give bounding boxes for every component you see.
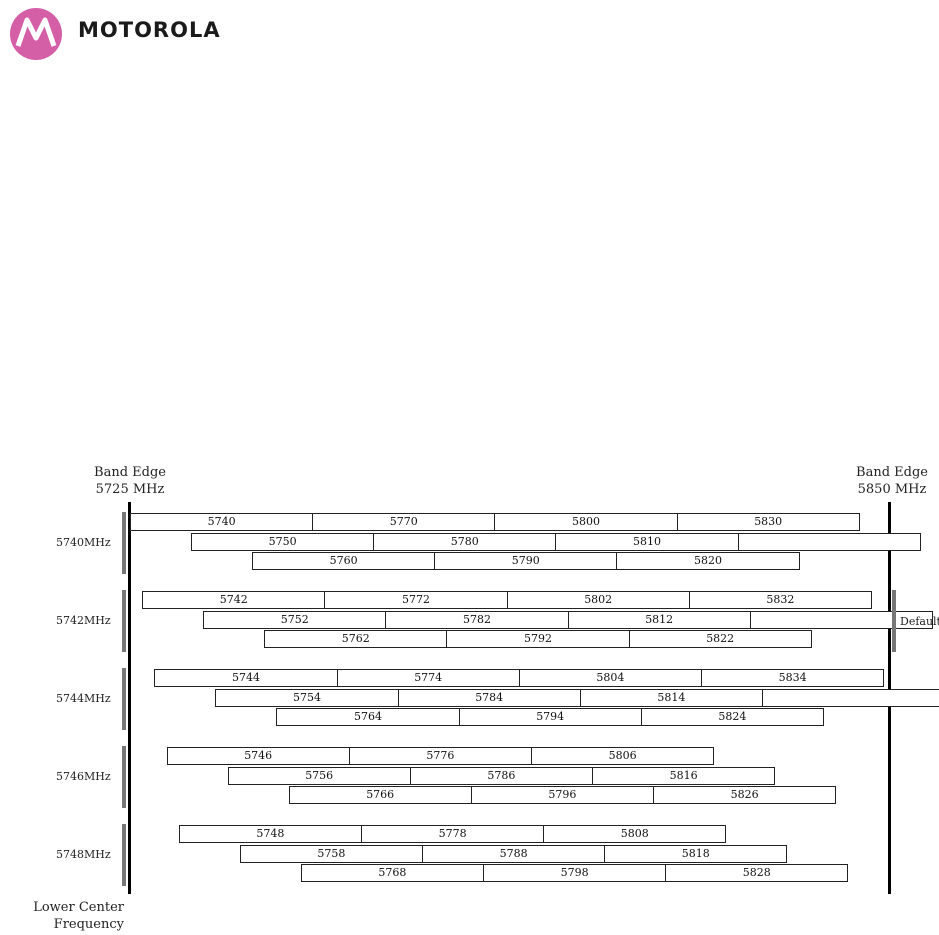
channel-box (749, 610, 933, 629)
channel-box: 5746 (166, 747, 350, 765)
channel-box: 5786 (409, 766, 593, 785)
channel-box: 5834 (701, 669, 885, 687)
lower-center-line1: Lower Center (33, 900, 124, 915)
channel-box: 5758 (239, 844, 423, 863)
channel-box: 5784 (397, 688, 581, 707)
channel-box: 5778 (361, 825, 545, 843)
channel-box: 5830 (676, 513, 860, 531)
channel-box: 5800 (494, 513, 678, 531)
channel-box: 5774 (336, 669, 520, 687)
channel-box: 5826 (653, 786, 837, 804)
channel-box: 5766 (288, 786, 472, 804)
channel-box: 5792 (446, 630, 630, 648)
channel-box: 5790 (434, 552, 618, 570)
channel-box: 5742 (142, 591, 326, 609)
channel-box: 5750 (191, 532, 375, 551)
lower-center-frequency-label: Lower Center Frequency (28, 899, 124, 933)
channel-box: 5788 (422, 844, 606, 863)
channel-box (737, 532, 921, 551)
channel-box: 5804 (518, 669, 702, 687)
channel-box: 5744 (154, 669, 338, 687)
channel-box: 5764 (276, 708, 460, 726)
channel-box: 5772 (324, 591, 508, 609)
channel-box: 5796 (470, 786, 654, 804)
lower-center-frequency-value: 5742MHz (56, 614, 111, 627)
channel-box: 5740 (130, 513, 314, 531)
channel-box: 5798 (483, 864, 667, 882)
band-edge-left-line2: 5725 MHz (95, 482, 165, 497)
channel-box: 5820 (616, 552, 800, 570)
group-marker-bar (122, 590, 126, 652)
channel-box: 5768 (300, 864, 484, 882)
band-edge-left-line (128, 502, 131, 894)
band-edge-right-line2: 5850 MHz (857, 482, 927, 497)
band-edge-left-line1: Band Edge (94, 465, 166, 480)
channel-box: 5802 (506, 591, 690, 609)
channel-box: 5794 (458, 708, 642, 726)
channel-box: 5752 (203, 610, 387, 629)
channel-box: 5832 (688, 591, 872, 609)
group-marker-bar (122, 668, 126, 730)
group-marker-bar (122, 512, 126, 574)
channel-box: 5748 (178, 825, 362, 843)
channel-box: 5754 (215, 688, 399, 707)
channel-box: 5806 (531, 747, 715, 765)
channel-box: 5810 (555, 532, 739, 551)
group-marker-bar (122, 824, 126, 886)
channel-box: 5760 (252, 552, 436, 570)
channel-box: 5814 (579, 688, 763, 707)
lower-center-frequency-value: 5748MHz (56, 848, 111, 861)
band-edge-right-label: Band Edge 5850 MHz (848, 464, 936, 498)
channel-box: 5780 (373, 532, 557, 551)
channel-box: 5822 (628, 630, 812, 648)
channel-box: 5762 (264, 630, 448, 648)
motorola-batwing-icon (10, 8, 62, 60)
lower-center-frequency-value: 5746MHz (56, 770, 111, 783)
lower-center-line2: Frequency (53, 917, 124, 932)
brand-name: MOTOROLA (78, 18, 221, 42)
channel-box: 5812 (567, 610, 751, 629)
lower-center-frequency-value: 5740MHz (56, 536, 111, 549)
lower-center-frequency-value: 5744MHz (56, 692, 111, 705)
channel-box (762, 688, 939, 707)
band-edge-left-label: Band Edge 5725 MHz (86, 464, 174, 498)
motorola-logo: MOTOROLA (8, 4, 268, 60)
default-label: Default (900, 615, 939, 628)
default-marker-bar (892, 590, 896, 652)
channel-box: 5816 (592, 766, 776, 785)
group-marker-bar (122, 746, 126, 808)
channel-box: 5776 (348, 747, 532, 765)
channel-box: 5770 (312, 513, 496, 531)
channel-box: 5782 (385, 610, 569, 629)
channel-box: 5828 (665, 864, 849, 882)
band-edge-right-line1: Band Edge (856, 465, 928, 480)
channel-box: 5756 (227, 766, 411, 785)
channel-box: 5808 (543, 825, 727, 843)
channel-box: 5824 (640, 708, 824, 726)
channel-box: 5818 (604, 844, 788, 863)
